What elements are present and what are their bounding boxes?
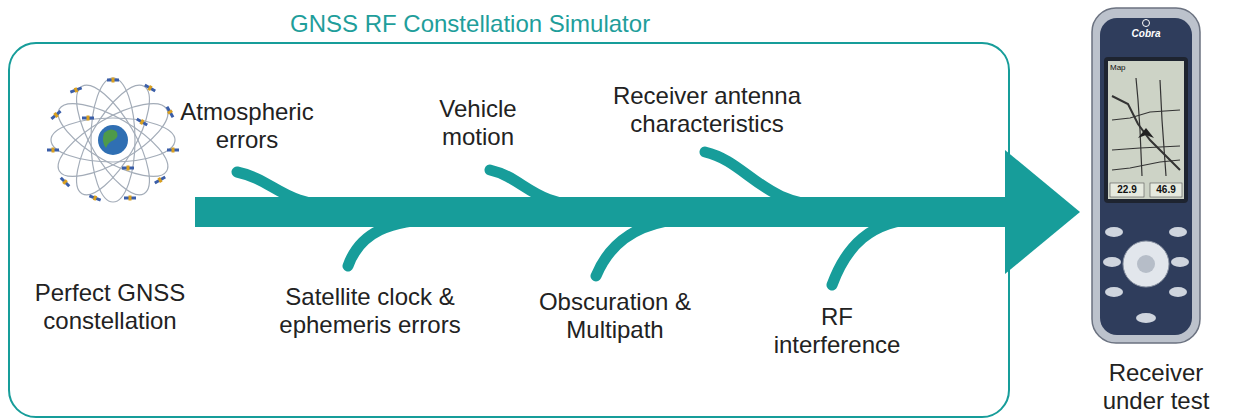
node-label: Perfect GNSS constellation [25, 279, 195, 335]
screen-title: Map [1110, 63, 1132, 73]
arrow-shaft [195, 197, 1005, 227]
receiver-device: Receiver under test [1080, 5, 1232, 415]
screen-readout: 22.9 [1110, 184, 1144, 196]
device-body [1092, 8, 1200, 343]
screen-bezel [1104, 57, 1188, 203]
position-marker [1138, 128, 1154, 138]
error-source-label: Satellite clock & ephemeris errors [255, 283, 485, 339]
device-logo [1143, 20, 1150, 27]
gps-handheld [1092, 8, 1200, 343]
screen [1108, 61, 1184, 199]
screen-readout: 46.9 [1150, 184, 1182, 196]
error-source-label: RF interference [762, 303, 912, 359]
arrow-head [1005, 150, 1080, 274]
brand-logo: Cobra [1126, 28, 1166, 40]
node-label: Receiver under test [1080, 359, 1232, 415]
box-heading: GNSS RF Constellation Simulator [290, 10, 650, 38]
device-face [1100, 18, 1192, 335]
error-source-label: Receiver antenna characteristics [597, 82, 817, 138]
earth [98, 125, 128, 155]
readout-box [1110, 183, 1144, 197]
keypad [1103, 227, 1189, 323]
error-source-label: Obscuration & Multipath [525, 288, 705, 344]
orbit-rings [48, 75, 177, 204]
error-stream [832, 219, 920, 285]
satellites [47, 78, 179, 203]
constellation-globe [47, 75, 179, 204]
error-stream [596, 219, 690, 276]
earth-land [103, 129, 118, 148]
constellation-source: Perfect GNSS constellation [25, 75, 195, 335]
error-source-label: Atmospheric errors [162, 98, 332, 154]
signal-flow-arrow [195, 150, 1080, 274]
error-source-label: Vehicle motion [418, 95, 538, 151]
readout-box [1150, 183, 1182, 197]
screen-map [1112, 78, 1180, 176]
